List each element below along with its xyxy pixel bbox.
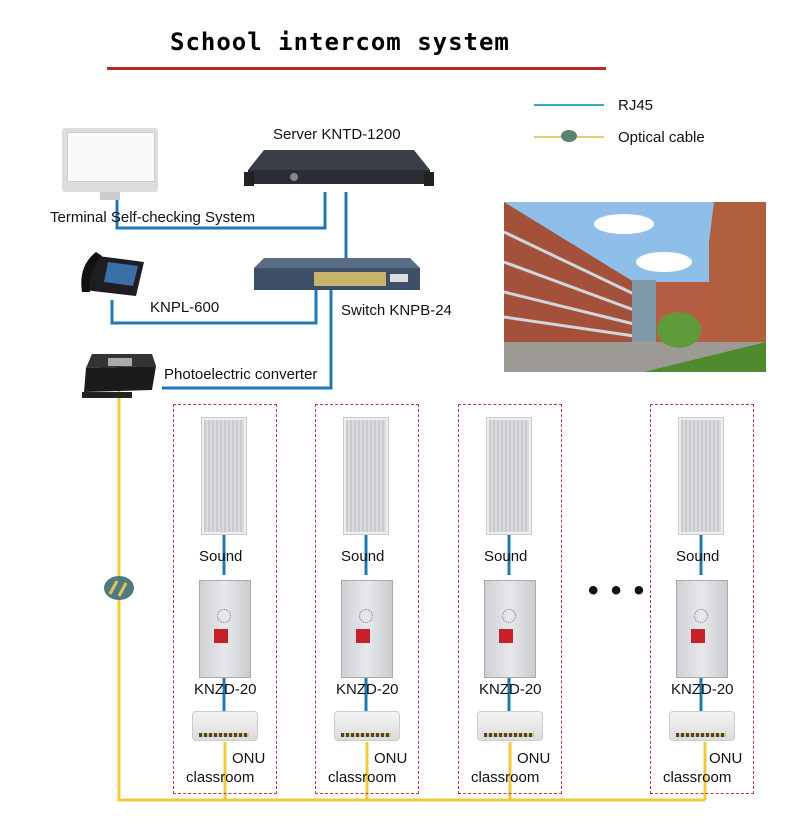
terminal-monitor-icon — [62, 128, 158, 203]
classroom-label: classroom — [186, 769, 255, 786]
school-building-photo — [504, 202, 766, 372]
converter-label: Photoelectric converter — [164, 366, 318, 383]
onu-label: ONU — [232, 750, 266, 767]
onu-label: ONU — [709, 750, 743, 767]
classroom-box-3 — [458, 404, 562, 794]
phone-label: KNPL-600 — [150, 299, 220, 316]
column-speaker-icon — [487, 418, 531, 534]
classroom-box-4 — [650, 404, 754, 794]
onu-icon — [669, 711, 735, 741]
speaker-label: Sound — [676, 548, 720, 565]
intercom-label: KNZD-20 — [671, 681, 734, 698]
column-speaker-icon — [344, 418, 388, 534]
intercom-panel-icon — [199, 580, 251, 678]
legend-optical-label: Optical cable — [618, 129, 705, 146]
more-classrooms-ellipsis: • • • — [588, 574, 647, 607]
legend-rj45-line — [534, 104, 604, 106]
legend-rj45-label: RJ45 — [618, 97, 654, 114]
speaker-label: Sound — [199, 548, 243, 565]
column-speaker-icon — [679, 418, 723, 534]
intercom-label: KNZD-20 — [194, 681, 257, 698]
switch-icon — [254, 258, 420, 290]
speaker-label: Sound — [484, 548, 528, 565]
rj45-server-terminal — [115, 192, 327, 230]
title-underline — [107, 67, 606, 70]
classroom-label: classroom — [471, 769, 540, 786]
rj45-switch-converter — [162, 290, 333, 390]
server-label: Server KNTD-1200 — [273, 126, 401, 143]
onu-icon — [477, 711, 543, 741]
intercom-panel-icon — [676, 580, 728, 678]
terminal-label: Terminal Self-checking System — [50, 209, 256, 226]
switch-label: Switch KNPB-24 — [341, 302, 452, 319]
intercom-label: KNZD-20 — [336, 681, 399, 698]
diagram-title: School intercom system — [170, 28, 510, 56]
column-speaker-icon — [202, 418, 246, 534]
classroom-label: classroom — [663, 769, 732, 786]
onu-label: ONU — [374, 750, 408, 767]
intercom-panel-icon — [341, 580, 393, 678]
photoelectric-converter-icon — [82, 354, 156, 398]
rj45-switch-phone — [110, 290, 318, 325]
classroom-box-2 — [315, 404, 419, 794]
speaker-label: Sound — [341, 548, 385, 565]
intercom-label: KNZD-20 — [479, 681, 542, 698]
ip-phone-icon — [81, 252, 144, 296]
onu-icon — [334, 711, 400, 741]
legend-optical-connector-icon — [561, 130, 577, 142]
classroom-box-1 — [173, 404, 277, 794]
intercom-panel-icon — [484, 580, 536, 678]
onu-label: ONU — [517, 750, 551, 767]
classroom-label: classroom — [328, 769, 397, 786]
optical-connector-icon — [104, 576, 134, 600]
server-icon — [244, 150, 434, 186]
onu-icon — [192, 711, 258, 741]
